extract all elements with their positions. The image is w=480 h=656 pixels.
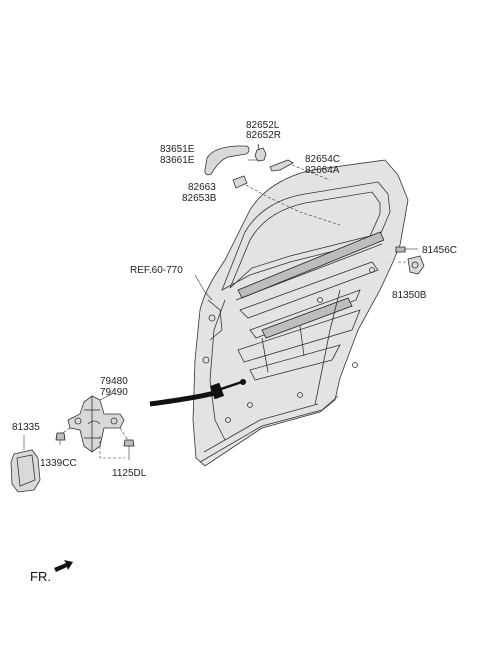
label-82663: 82663 <box>188 182 216 193</box>
label-81335: 81335 <box>12 422 40 433</box>
label-82654C: 82654C <box>305 154 340 165</box>
label-83661E: 83661E <box>160 155 195 166</box>
latch-cable <box>149 379 246 407</box>
leader-lines-handle <box>245 159 341 226</box>
hinge-79480 <box>67 395 125 453</box>
label-1339CC: 1339CC <box>40 458 77 469</box>
label-81350B: 81350B <box>392 290 427 301</box>
handle-cover-82654C <box>269 159 294 172</box>
bolt-1125DL <box>123 439 135 460</box>
label-82653B: 82653B <box>182 193 217 204</box>
bolt-81456C <box>395 246 418 253</box>
label-82664A: 82664A <box>305 165 340 176</box>
bolt-1339CC <box>55 432 66 445</box>
label-fr: FR. <box>30 569 51 584</box>
label-79490: 79490 <box>100 387 128 398</box>
label-83651E: 83651E <box>160 144 195 155</box>
rear-door-panel <box>192 159 409 467</box>
front-arrow-icon <box>54 560 73 572</box>
label-82652R: 82652R <box>246 130 281 141</box>
actuator-81350B <box>398 255 425 275</box>
label-81456C: 81456C <box>422 245 457 256</box>
handle-cap-82652L <box>254 143 267 162</box>
ref-leader <box>194 274 213 301</box>
outside-handle-83651E <box>204 145 250 176</box>
label-82652L: 82652L <box>246 120 280 131</box>
label-1125DL: 1125DL <box>112 468 147 479</box>
escutcheon-82663 <box>232 175 248 189</box>
label-79480: 79480 <box>100 376 128 387</box>
label-ref: REF.60-770 <box>130 265 183 276</box>
hinge-pad-81335 <box>10 435 41 493</box>
